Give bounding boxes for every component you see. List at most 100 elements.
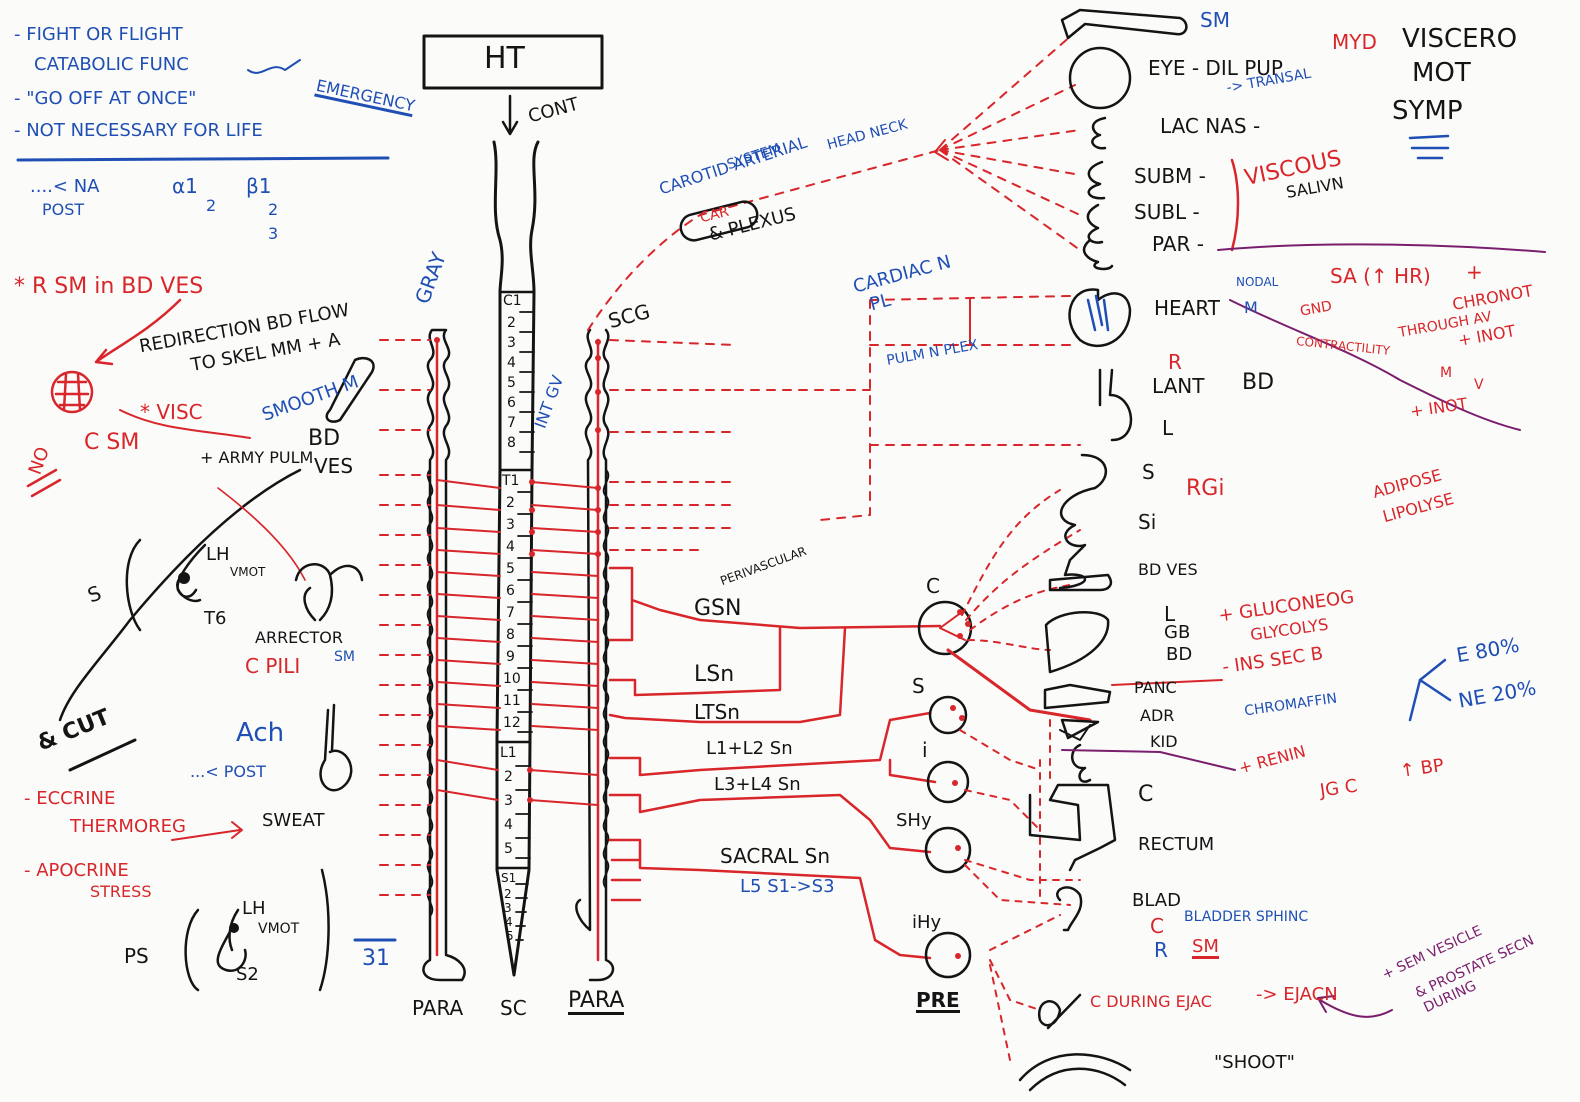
- lac-nas-label: LAC NAS -: [1160, 114, 1261, 138]
- seg-c3: 3: [507, 335, 516, 351]
- l3l4-label: L3+L4 Sn: [714, 774, 801, 795]
- receptor-alpha1: α1: [172, 174, 198, 198]
- symp-marks: [1408, 134, 1450, 160]
- pili-sm-label: SM: [334, 649, 355, 665]
- ps-spinal-icon: [216, 908, 247, 972]
- m-ratio-label: M: [1440, 365, 1453, 381]
- s2-label: S2: [236, 964, 259, 985]
- t6-spinal-icon: [176, 543, 207, 603]
- seg-t7: 7: [506, 605, 515, 621]
- gsn-label: GSN: [694, 596, 742, 621]
- liver-icon: [1044, 610, 1110, 674]
- rectum-label: RECTUM: [1138, 834, 1215, 855]
- note-catabolic: CATABOLIC FUNC: [34, 54, 189, 75]
- ejac-label: -> EJACN: [1256, 984, 1338, 1005]
- pili-label: C PILI: [245, 654, 301, 678]
- bd-liver-label: BD: [1166, 644, 1193, 665]
- arrector-label: ARRECTOR: [255, 628, 343, 647]
- sweat-gland-icon: [319, 703, 353, 792]
- ps-vmot-label: VMOT: [258, 921, 300, 937]
- skeletal-muscle-icon: [1060, 8, 1188, 40]
- sm-label: SM: [1200, 8, 1230, 32]
- vmot-label: VMOT: [230, 565, 266, 579]
- seg-s5: 5: [506, 929, 514, 943]
- para-right-label: PARA: [568, 988, 625, 1015]
- par-label: PAR -: [1152, 232, 1204, 256]
- n31-label: 31: [362, 946, 390, 971]
- cardiac-plexus-label-2: PL: [867, 289, 894, 316]
- renin-line: [1061, 749, 1236, 771]
- receptor-beta2: 2: [268, 200, 279, 219]
- bladder-icon: [1056, 886, 1083, 932]
- gray-rami-left: [379, 339, 431, 896]
- ps-lh-label: LH: [242, 898, 266, 919]
- jg-label: JG C: [1318, 775, 1359, 802]
- receptor-beta3: 3: [268, 224, 279, 243]
- seg-t3: 3: [506, 517, 515, 533]
- gb-label: GB: [1164, 622, 1191, 643]
- para-chain-right-beads: [602, 469, 610, 889]
- ejac-arrow-head: [1317, 995, 1335, 1013]
- bladder-sphinc-label: BLADDER SPHINC: [1184, 909, 1309, 925]
- seg-s2: 2: [504, 887, 512, 901]
- spinal-cord: [492, 140, 540, 977]
- colon-c-label: C: [1138, 782, 1154, 807]
- subm-label: SUBM -: [1134, 164, 1206, 188]
- seg-t5: 5: [506, 561, 515, 577]
- cardiopulmonary-branches: [734, 295, 1081, 521]
- ganglion-c-label: C: [926, 574, 940, 598]
- myd-label: MYD: [1332, 30, 1377, 54]
- seg-l3: 3: [504, 793, 513, 809]
- thermoreg-label: THERMOREG: [70, 816, 186, 837]
- receptor-post: POST: [42, 200, 85, 219]
- rgi-label: RGi: [1186, 476, 1225, 501]
- vessel-cross-section: [50, 370, 94, 414]
- bd-note: BD: [308, 426, 341, 451]
- para-left-label: PARA: [412, 996, 464, 1020]
- seg-t10: 10: [503, 671, 521, 687]
- apocrine-label: - APOCRINE: [24, 860, 129, 881]
- pulm-note: + ARMY PULM: [200, 448, 314, 467]
- bladder-c-label: C: [1150, 914, 1164, 938]
- shoot-icon: [1018, 1053, 1132, 1092]
- liver-label: L: [1164, 602, 1176, 626]
- seg-s1: S1: [501, 871, 517, 885]
- chrono-plus-label: +: [1466, 260, 1483, 284]
- heart-label: HEART: [1154, 296, 1221, 320]
- seg-s3: 3: [504, 901, 512, 915]
- stomach-intestine-icon: [1058, 453, 1108, 590]
- sc-label: SC: [500, 996, 527, 1020]
- para-chain-left: [422, 328, 466, 982]
- subl-label: SUBL -: [1134, 200, 1200, 224]
- sacral-range-label: L5 S1->S3: [740, 876, 835, 897]
- symp-label: SYMP: [1392, 96, 1463, 126]
- t6-ganglion-dot: [178, 572, 190, 584]
- seg-t8: 8: [506, 627, 515, 643]
- lsn-label: LSn: [694, 662, 735, 687]
- ejac-arrow-line: [1319, 999, 1393, 1018]
- v-ratio-label: V: [1474, 377, 1484, 393]
- insulin-line: [1111, 679, 1223, 686]
- pancreas-icon: [1043, 683, 1112, 710]
- bladder-r-label: R: [1154, 938, 1168, 962]
- t6-bracket: [125, 538, 142, 632]
- seg-l5: 5: [504, 841, 513, 857]
- seg-t11: 11: [503, 693, 521, 709]
- seg-l4: 4: [504, 817, 513, 833]
- sa-hr-label: SA (↑ HR): [1330, 264, 1431, 288]
- pre-label: PRE: [916, 988, 960, 1013]
- receptor-alpha2: 2: [206, 196, 217, 215]
- sublingual-icon: [1086, 203, 1104, 244]
- ganglion-ihy-label: iHy: [912, 912, 942, 933]
- submandibular-icon: [1087, 160, 1106, 200]
- adrenal-icon: [1060, 718, 1100, 740]
- ganglion-dots: [434, 337, 601, 803]
- note-fight-flight: - FIGHT OR FLIGHT: [14, 24, 183, 45]
- visc-line: [119, 409, 251, 439]
- carotid-artery-tube: [679, 200, 759, 242]
- lung-icon: [1098, 368, 1133, 442]
- eye-label: EYE - DIL PUP: [1148, 56, 1283, 80]
- t6-label: T6: [204, 608, 227, 629]
- seg-t1: T1: [502, 473, 520, 489]
